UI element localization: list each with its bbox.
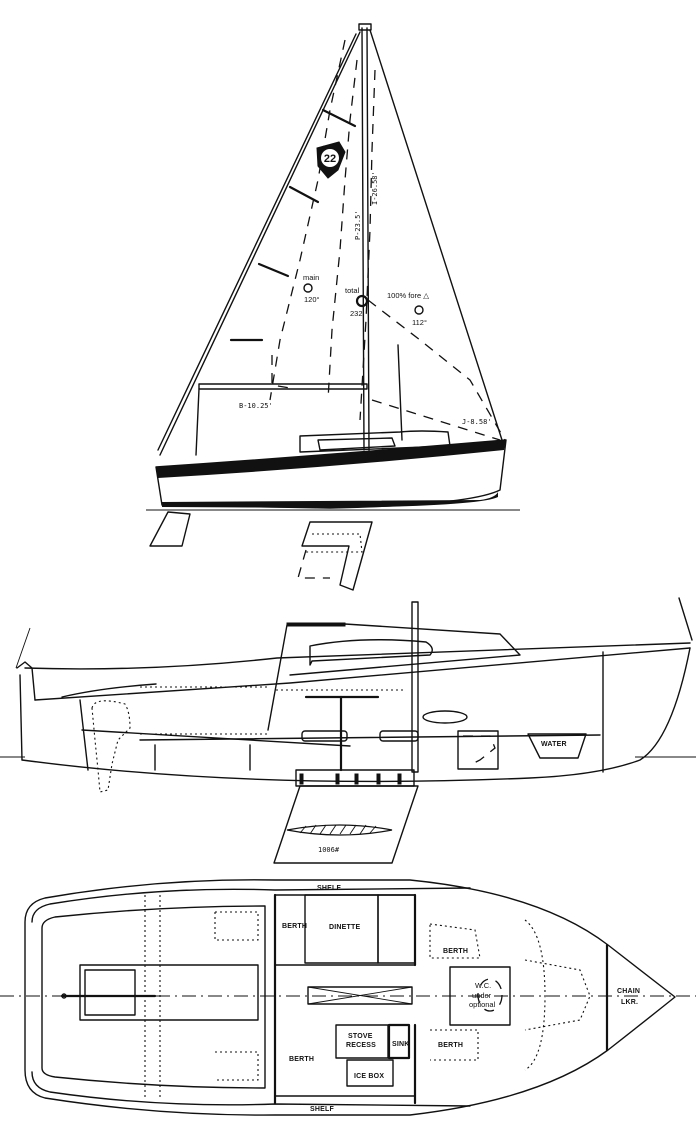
water-label: WATER [541,741,567,748]
main-label: main [303,273,319,282]
boom [198,383,368,390]
berth-port-aft-label: BERTH [282,923,307,930]
main-value: 120° [304,295,320,304]
berth-stbd-aft-label: BERTH [289,1056,314,1063]
stove-recess-label-1: STOVE [348,1033,373,1040]
wc-label-2: under [472,991,492,1000]
keel-section [273,785,419,864]
keel-bolts [299,773,402,785]
dimension-e: B-10.25' [239,402,273,410]
shelf-bottom-label: SHELF [310,1106,334,1113]
sail-area-total: total 232 [345,286,369,318]
shelf-top-label: SHELF [317,885,341,892]
dimension-j: J-8.58' [462,418,492,426]
jib [359,29,506,441]
keel-hydrofoil-section [286,824,393,836]
stove-recess-label-2: RECESS [346,1042,376,1049]
keel [301,521,373,591]
berth-fwd-port-label: BERTH [443,948,468,955]
fore-label: 100% fore △ [387,291,430,300]
wc-label-3: optional [469,1000,496,1009]
mast [358,23,372,451]
accommodation-plan: SHELF BERTH DINETTE BERTH BERTH STOVE RE… [0,879,696,1116]
sail-plan: 22 P-23.5' I-26.58' B-10.25' J-8.58' mai… [146,23,520,591]
fore-value: 112° [412,318,427,327]
sink-label: SINK [392,1041,410,1048]
rudder [149,511,191,547]
dimension-p: P-23.5' [354,210,362,240]
hull-profile [146,430,520,591]
wc-label-1: W.C. [475,981,491,990]
dinette-label: DINETTE [329,924,360,931]
sail-area-main: main 120° [303,273,320,304]
keel-weight-label: 1006# [318,846,340,854]
inboard-profile: WATER 1006# [0,597,696,864]
chain-locker-label-1: CHAIN [617,988,640,995]
sail-area-fore: 100% fore △ 112° [387,291,430,327]
total-value: 232 [350,309,363,318]
water-tank [527,733,587,759]
berth-fwd-stbd-label: BERTH [438,1042,463,1049]
total-label: total [345,286,360,295]
chain-locker-label-2: LKR. [621,999,638,1006]
mainsail [157,31,368,456]
class-badge-number: 22 [324,153,336,165]
ice-box-label: ICE BOX [354,1073,384,1080]
dimension-i: I-26.58' [371,171,379,205]
class-badge-icon: 22 [316,141,346,179]
